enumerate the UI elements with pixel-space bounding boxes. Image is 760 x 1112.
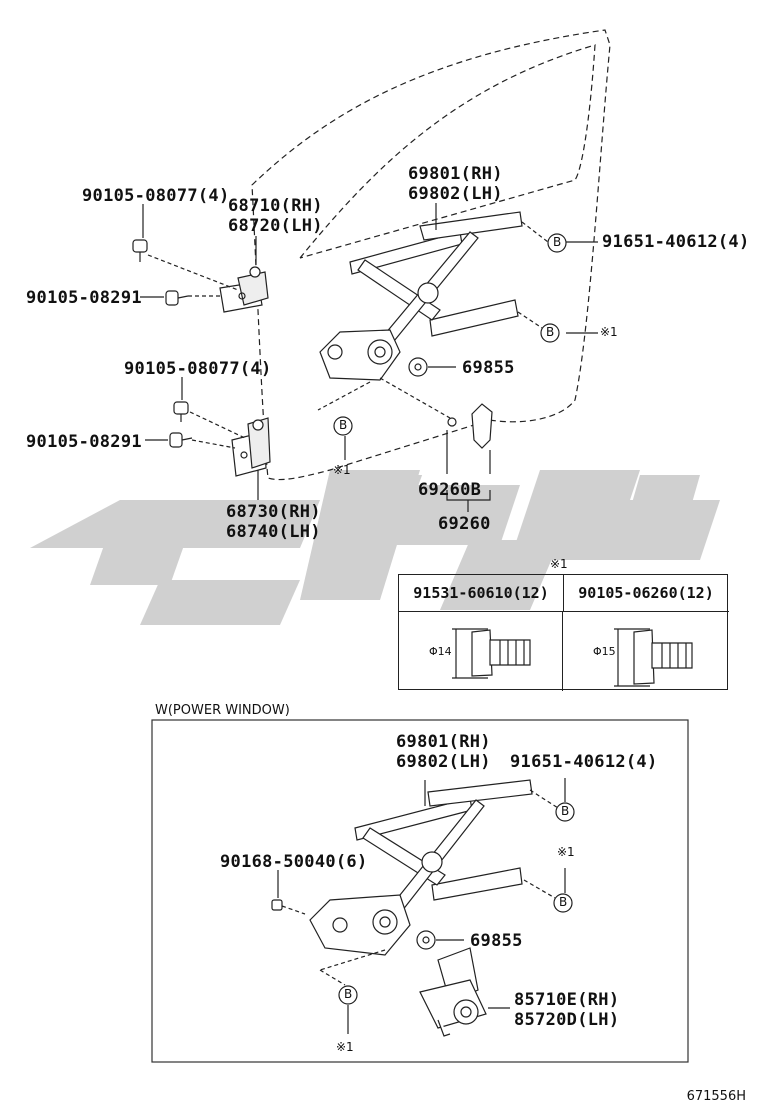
part-label: 90105-08291 — [26, 288, 142, 308]
part-label: 68710(RH) — [228, 196, 323, 216]
bolt-icon — [169, 432, 193, 448]
part-label: 69260 — [438, 514, 491, 534]
table-header-col1: 91531-60610(12) — [399, 575, 564, 612]
part-label: 69260B — [418, 480, 482, 500]
part-label: 68720(LH) — [228, 216, 323, 236]
part-label: 69855 — [462, 358, 515, 378]
door-outline — [251, 29, 611, 481]
bolt-flange-icon — [614, 628, 693, 687]
part-label: 69801(RH) — [408, 164, 503, 184]
lower-hinge — [231, 417, 271, 477]
part-label: 85720D(LH) — [514, 1010, 620, 1030]
part-label: 90105-08077(4) — [82, 186, 230, 206]
dimension-label: Φ14 — [429, 645, 452, 658]
note-mark: ※1 — [557, 845, 575, 859]
upper-hinge — [219, 266, 269, 313]
handle-icon — [447, 403, 493, 449]
cushion-icon — [416, 930, 436, 950]
diagram-code: 671556H — [686, 1089, 746, 1104]
dimension-label: Φ15 — [593, 645, 616, 658]
bolt-icon — [165, 290, 189, 306]
part-label: 69801(RH) — [396, 732, 491, 752]
part-label: 69855 — [470, 931, 523, 951]
note-mark: ※1 — [550, 557, 568, 571]
part-label: 91651-40612(4) — [602, 232, 750, 252]
b-marker: B — [546, 325, 555, 339]
section-title: W(POWER WINDOW) — [155, 703, 290, 718]
b-marker: B — [344, 987, 353, 1001]
b-marker: B — [339, 418, 348, 432]
part-label: 91651-40612(4) — [510, 752, 658, 772]
power-window-regulator — [309, 779, 533, 956]
motor-icon — [419, 947, 487, 1037]
cushion-icon — [408, 357, 428, 377]
part-label: 90168-50040(6) — [220, 852, 368, 872]
note-mark: ※1 — [336, 1040, 354, 1054]
window-frame — [299, 44, 596, 259]
bolt-icon — [173, 401, 189, 422]
b-marker: B — [553, 235, 562, 249]
table-divider — [562, 611, 563, 691]
watermark-logo — [30, 470, 720, 625]
part-label: 68740(LH) — [226, 522, 321, 542]
b-marker: B — [559, 895, 568, 909]
part-label: 68730(RH) — [226, 502, 321, 522]
part-label: 85710E(RH) — [514, 990, 620, 1010]
part-label: 90105-08077(4) — [124, 359, 272, 379]
note-mark: ※1 — [333, 463, 351, 477]
part-label: 69802(LH) — [396, 752, 491, 772]
window-regulator — [319, 211, 523, 381]
part-label: 90105-08291 — [26, 432, 142, 452]
screw-icon — [271, 899, 306, 915]
power-window-frame — [151, 719, 689, 1063]
note-mark: ※1 — [600, 325, 618, 339]
table-header-col2: 90105-06260(12) — [563, 575, 729, 612]
b-marker: B — [561, 804, 570, 818]
part-label: 69802(LH) — [408, 184, 503, 204]
bolt-flange-icon — [452, 628, 531, 679]
bolt-icon — [132, 239, 148, 262]
fastener-table: 91531-60610(12) 90105-06260(12) Φ14 Φ15 — [398, 574, 729, 691]
